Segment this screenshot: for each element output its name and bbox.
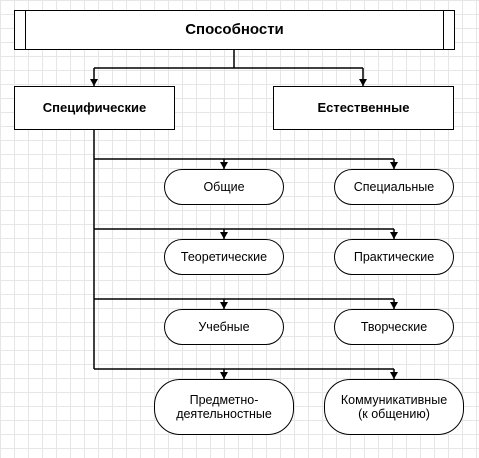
kind-educational-label: Учебные [198,319,250,334]
kind-general-label: Общие [203,179,245,194]
kind-creative-label: Творческие [360,319,428,334]
kind-special-label: Специальные [353,179,435,194]
kind-subject-activity: Предметно- деятельностные [154,379,294,435]
kind-theoretical: Теоретические [164,239,284,275]
kind-special: Специальные [334,169,454,205]
root-node: Способности [14,10,455,50]
kind-general: Общие [164,169,284,205]
kind-subject-activity-label: Предметно- деятельностные [176,392,272,421]
kind-communicative: Коммуникативные (к общению) [324,379,464,435]
branch-specific-label: Специфические [42,99,147,115]
root-label: Способности [185,21,284,39]
kind-practical-label: Практические [353,249,435,264]
kind-practical: Практические [334,239,454,275]
branch-natural: Естественные [273,86,454,130]
kind-communicative-label: Коммуникативные (к общению) [340,392,448,421]
kind-theoretical-label: Теоретические [180,249,268,264]
branch-natural-label: Естественные [317,99,410,115]
kind-educational: Учебные [164,309,284,345]
kind-creative: Творческие [334,309,454,345]
branch-specific: Специфические [14,86,175,130]
